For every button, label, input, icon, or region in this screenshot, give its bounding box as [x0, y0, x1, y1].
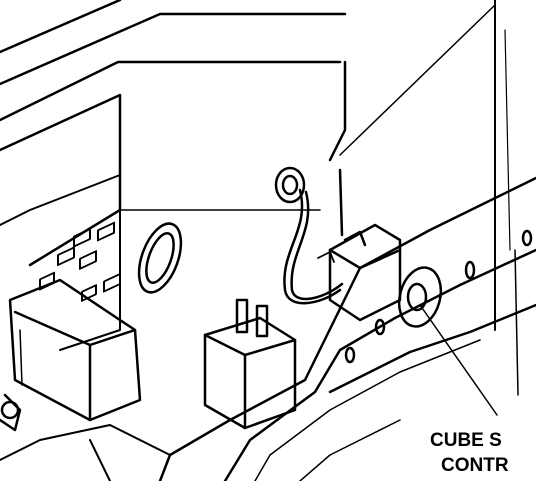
relay: [0, 278, 142, 432]
small-terminal-block: [203, 298, 297, 430]
circuit-board: [0, 174, 121, 351]
wire-harness: [274, 166, 344, 305]
callout-label-line2: CONTR: [441, 455, 509, 476]
grommet: [137, 222, 183, 294]
lower-chassis: [0, 424, 171, 481]
callout-label-line1: CUBE S: [430, 430, 502, 451]
callout-leaders: [339, 4, 498, 416]
